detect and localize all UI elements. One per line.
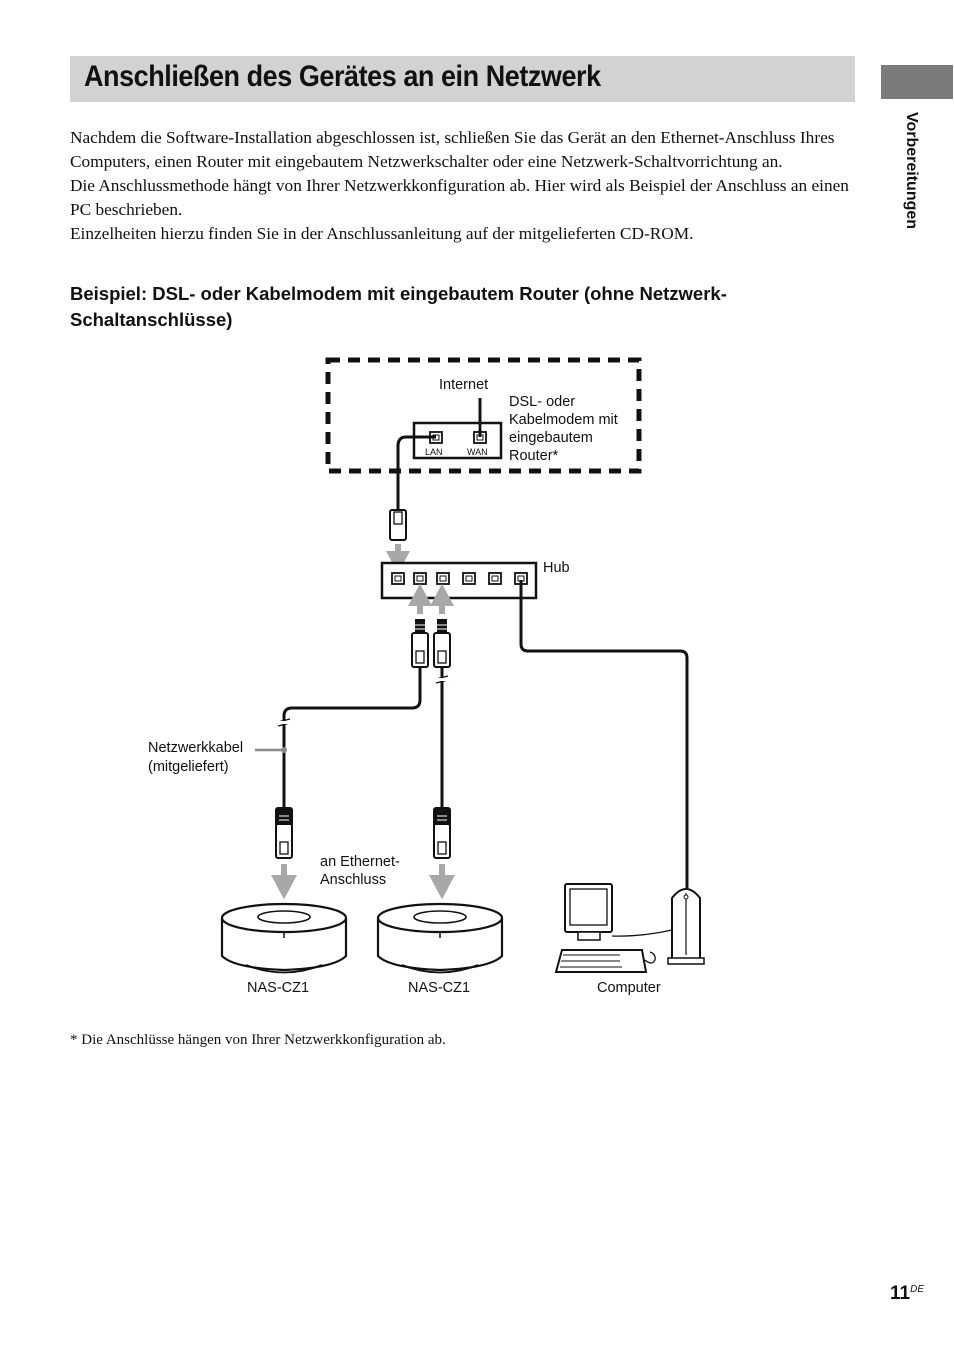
intro-paragraph: Die Anschlussmethode hängt von Ihrer Net… [70, 176, 849, 219]
nas-cz1-speaker-icon [376, 902, 504, 974]
title-bar: Anschließen des Gerätes an ein Netzwerk [70, 56, 855, 102]
example-heading: Beispiel: DSL- oder Kabelmodem mit einge… [70, 283, 727, 330]
computer-icon [554, 883, 705, 973]
computer-label: Computer [597, 980, 661, 996]
hub-label: Hub [543, 560, 570, 576]
footnote: * Die Anschlüsse hängen von Ihrer Netzwe… [70, 1032, 446, 1048]
internet-label: Internet [439, 377, 488, 393]
wan-label: WAN [467, 447, 488, 457]
arrow-up-icon [429, 583, 455, 614]
arrow-down-icon [429, 864, 455, 900]
language-suffix: DE [910, 1284, 924, 1295]
section-tab-marker [881, 65, 953, 99]
network-diagram: Internet LAN WAN DSL- oder Kabelmodem mi… [148, 357, 705, 996]
arrow-up-icon [407, 583, 433, 614]
page-title: Anschließen des Gerätes an ein Netzwerk [84, 60, 601, 93]
arrow-down-icon [271, 864, 297, 900]
section-tab-label: Vorbereitungen [903, 112, 920, 230]
hub-box [380, 561, 538, 600]
plug-icon [433, 618, 451, 668]
internet-zone-border [325, 357, 642, 474]
plug-icon [411, 618, 429, 668]
device-label: NAS-CZ1 [247, 980, 309, 996]
ethernet-label: an Ethernet- Anschluss [320, 854, 404, 888]
nas-cz1-speaker-icon [220, 902, 348, 974]
plug-icon [389, 509, 407, 541]
cable-label: Netzwerkkabel (mitgeliefert) [148, 740, 247, 775]
page-number: 11DE [890, 1283, 924, 1304]
intro-text: Nachdem die Software-Installation abgesc… [70, 126, 860, 246]
device-label: NAS-CZ1 [408, 980, 470, 996]
router-label: DSL- oder Kabelmodem mit eingebautem Rou… [509, 394, 622, 464]
intro-paragraph: Nachdem die Software-Installation abgesc… [70, 128, 835, 171]
arrow-down-icon [385, 544, 411, 574]
lan-label: LAN [425, 447, 443, 457]
intro-paragraph: Einzelheiten hierzu finden Sie in der An… [70, 224, 694, 243]
